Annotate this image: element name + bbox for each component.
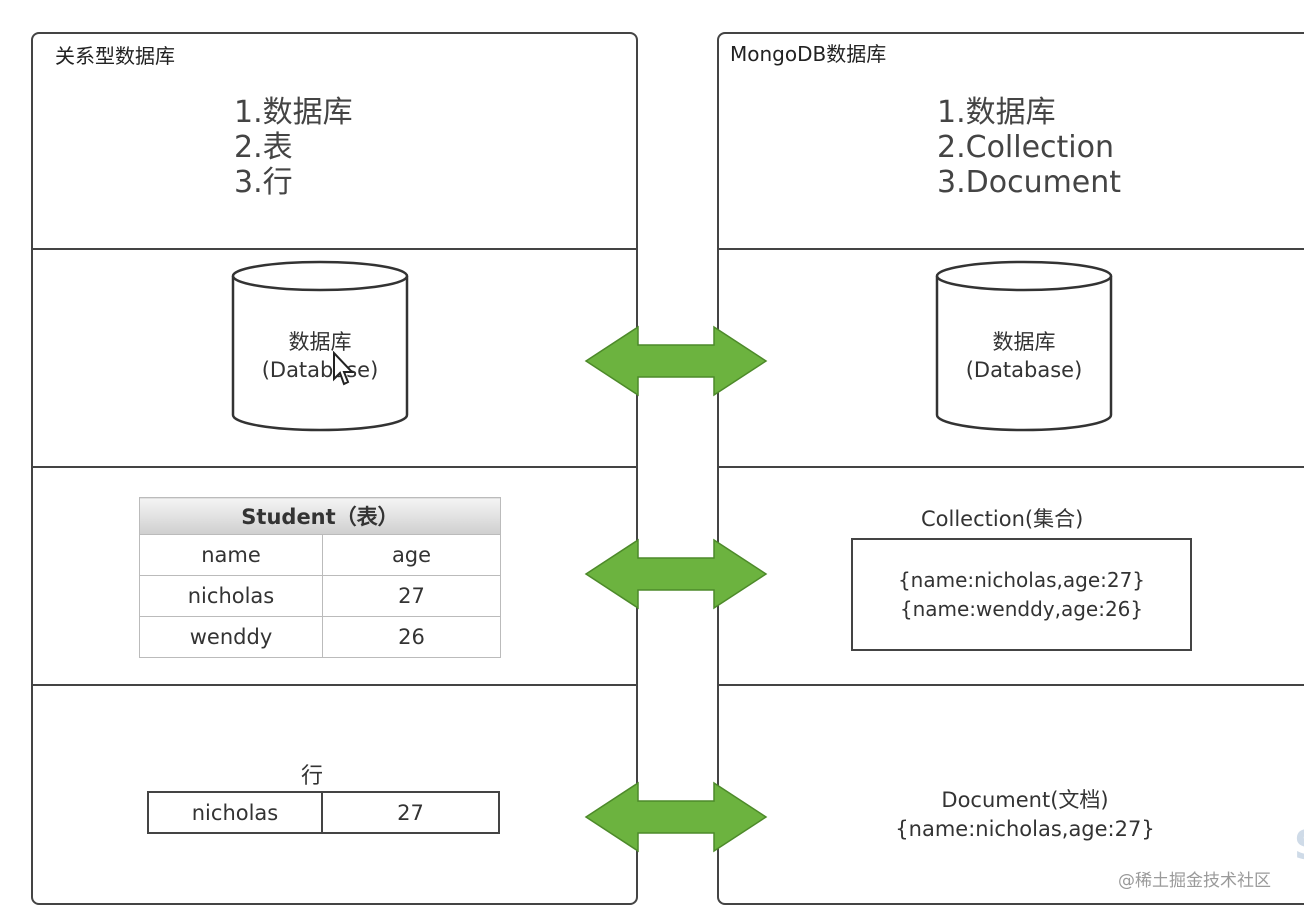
right-database-cylinder: 数据库 (Database)	[934, 258, 1114, 433]
left-divider-3	[32, 684, 637, 686]
right-concept-list: 1.数据库 2.Collection 3.Document	[937, 95, 1121, 200]
table-cell: 26	[322, 616, 501, 658]
right-list-item: 1.数据库	[937, 95, 1056, 130]
mouse-cursor-icon	[333, 351, 355, 386]
watermark: @稀土掘金技术社区	[1118, 871, 1271, 891]
right-panel-title: MongoDB数据库	[730, 42, 887, 66]
right-database-name: 数据库	[992, 330, 1056, 354]
left-panel-title: 关系型数据库	[55, 44, 175, 68]
row-box: nicholas 27	[147, 791, 500, 834]
database-double-arrow-icon	[584, 325, 768, 397]
left-list-item: 3.行	[234, 165, 293, 200]
right-database-sub: (Database)	[965, 358, 1083, 382]
collection-box: {name:nicholas,age:27} {name:wenddy,age:…	[851, 538, 1192, 651]
table-row: name age	[139, 534, 501, 576]
left-database-name: 数据库	[288, 330, 352, 354]
table-collection-double-arrow-icon	[584, 538, 768, 610]
collection-document: {name:wenddy,age:26}	[899, 596, 1144, 621]
table-row: wenddy 26	[139, 616, 501, 658]
right-divider-3	[718, 684, 1304, 686]
left-divider-1	[32, 248, 637, 250]
right-list-item: 2.Collection	[937, 130, 1115, 165]
document-block: Document(文档) {name:nicholas,age:27}	[860, 786, 1190, 844]
table-cell: wenddy	[139, 616, 323, 658]
table-cell: 27	[322, 575, 501, 617]
right-divider-2	[718, 466, 1304, 468]
row-label: 行	[301, 764, 324, 789]
left-list-item: 1.数据库	[234, 95, 353, 130]
right-list-item: 3.Document	[937, 165, 1122, 200]
row-cell: 27	[397, 800, 424, 825]
document-title: Document(文档)	[941, 788, 1109, 812]
left-list-item: 2.表	[234, 130, 293, 165]
edge-decoration-icon: S	[1294, 823, 1304, 869]
row-cell: nicholas	[149, 793, 323, 832]
left-database-cylinder: 数据库 (Database)	[230, 258, 410, 433]
right-divider-1	[718, 248, 1304, 250]
row-document-double-arrow-icon	[584, 781, 768, 853]
table-header-age: age	[322, 534, 501, 576]
left-database-sub: (Database)	[261, 358, 379, 382]
mongodb-panel	[717, 32, 1304, 905]
table-caption: Student（表）	[139, 497, 501, 535]
collection-document: {name:nicholas,age:27}	[897, 567, 1146, 592]
student-table: Student（表） name age nicholas 27 wenddy 2…	[139, 497, 501, 658]
document-content: {name:nicholas,age:27}	[895, 817, 1155, 841]
relational-db-panel	[31, 32, 638, 905]
table-row: nicholas 27	[139, 575, 501, 617]
table-cell: nicholas	[139, 575, 323, 617]
left-divider-2	[32, 466, 637, 468]
collection-title: Collection(集合)	[921, 507, 1084, 531]
left-concept-list: 1.数据库 2.表 3.行	[234, 95, 353, 200]
table-header-name: name	[139, 534, 323, 576]
